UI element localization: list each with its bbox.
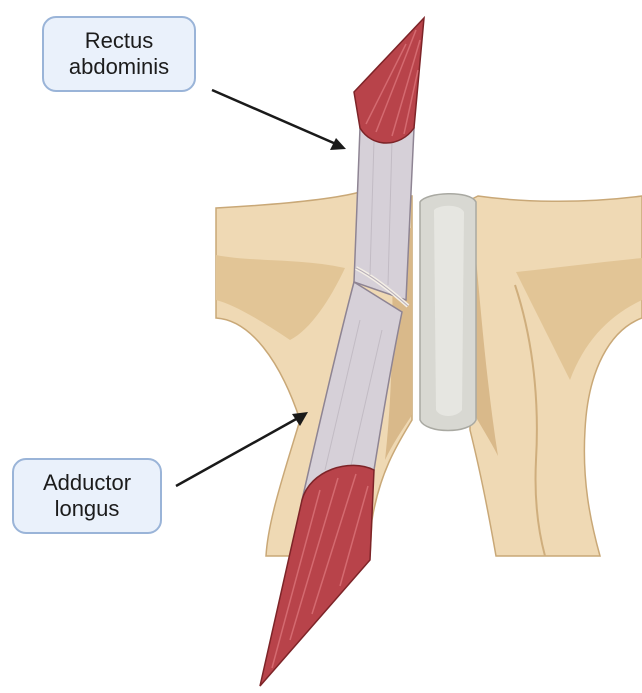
rectus-arrowhead (330, 138, 346, 150)
rectus-abdominis-muscle (354, 18, 424, 143)
adductor-label-line-2: longus (55, 496, 120, 522)
tendon-upper-segment (354, 128, 414, 300)
rectus-label-line-1: Rectus (85, 28, 153, 54)
right-pubic-bone (470, 196, 642, 556)
pubic-symphysis-disc (420, 194, 476, 431)
right-pubic-bone-body (470, 196, 642, 556)
rectus-leader-line (212, 90, 336, 144)
symphysis-disc-highlight (434, 206, 464, 416)
rectus-leader-arrow (212, 90, 346, 150)
adductor-longus-label: Adductor longus (12, 458, 162, 534)
rectus-label-line-2: abdominis (69, 54, 169, 80)
rectus-abdominis-label: Rectus abdominis (42, 16, 196, 92)
adductor-leader-line (176, 418, 298, 486)
adductor-label-line-1: Adductor (43, 470, 131, 496)
